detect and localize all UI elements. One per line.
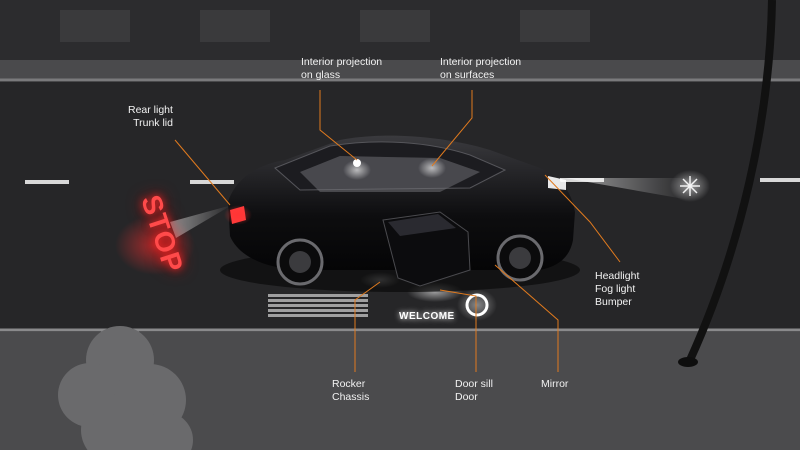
lane-dash <box>25 180 69 184</box>
rear-wheel-hub <box>289 251 311 273</box>
welcome-logo-glow <box>457 289 497 321</box>
building-window <box>520 10 590 42</box>
lamp-pole <box>686 0 776 362</box>
welcome-projection-text: WELCOME <box>399 311 455 322</box>
leader-glass <box>319 90 358 161</box>
callout-interior-glass: Interior projection on glass <box>301 56 382 82</box>
callout-door-sill: Door sill Door <box>455 378 493 404</box>
building-window <box>200 10 270 42</box>
headlight-beam <box>565 178 690 200</box>
headlight-unit <box>548 176 566 190</box>
leader-doorsill <box>439 289 477 372</box>
lane-dash <box>760 178 800 182</box>
callout-line: Rocker <box>332 378 366 390</box>
car <box>224 135 575 287</box>
lane-dash <box>190 180 234 184</box>
leader-mirror <box>494 264 559 372</box>
front-wheel-hub <box>509 247 531 269</box>
door-window <box>388 214 456 236</box>
callout-line: Chassis <box>332 391 370 403</box>
callout-line: on surfaces <box>440 69 495 81</box>
callout-line: Headlight <box>595 270 640 282</box>
callout-line: on glass <box>301 69 341 81</box>
callout-line: Mirror <box>541 378 569 390</box>
striped-pad <box>268 294 368 317</box>
headlight-glow <box>670 170 710 202</box>
tail-light-glow <box>224 205 252 225</box>
rear-beam <box>170 205 232 238</box>
callout-line: Door sill <box>455 378 493 390</box>
callout-mirror: Mirror <box>541 378 568 391</box>
callout-line: Interior projection <box>440 56 522 68</box>
leader-rear <box>174 139 231 206</box>
leader-headlight <box>544 174 621 263</box>
leader-surfaces <box>431 90 473 167</box>
tree <box>58 326 193 450</box>
callout-interior-surfaces: Interior projection on surfaces <box>440 56 521 82</box>
lamp-base <box>678 357 698 367</box>
callout-line: Interior projection <box>301 56 383 68</box>
callout-line: Door <box>455 391 478 403</box>
interior-glass-glow <box>343 160 371 180</box>
callout-line: Trunk lid <box>133 117 173 129</box>
callout-rear-light: Rear light Trunk lid <box>128 104 173 130</box>
leader-lines <box>174 90 621 372</box>
callout-line: Bumper <box>595 296 632 308</box>
building-window <box>60 10 130 42</box>
interior-surface-glow <box>418 158 446 178</box>
callout-rocker: Rocker Chassis <box>332 378 369 404</box>
callout-headlight: Headlight Fog light Bumper <box>595 270 639 309</box>
sidewalk-top <box>0 60 800 80</box>
callout-line: Rear light <box>128 104 173 116</box>
building-window <box>360 10 430 42</box>
leader-rocker <box>354 281 381 372</box>
callout-line: Fog light <box>595 283 636 295</box>
